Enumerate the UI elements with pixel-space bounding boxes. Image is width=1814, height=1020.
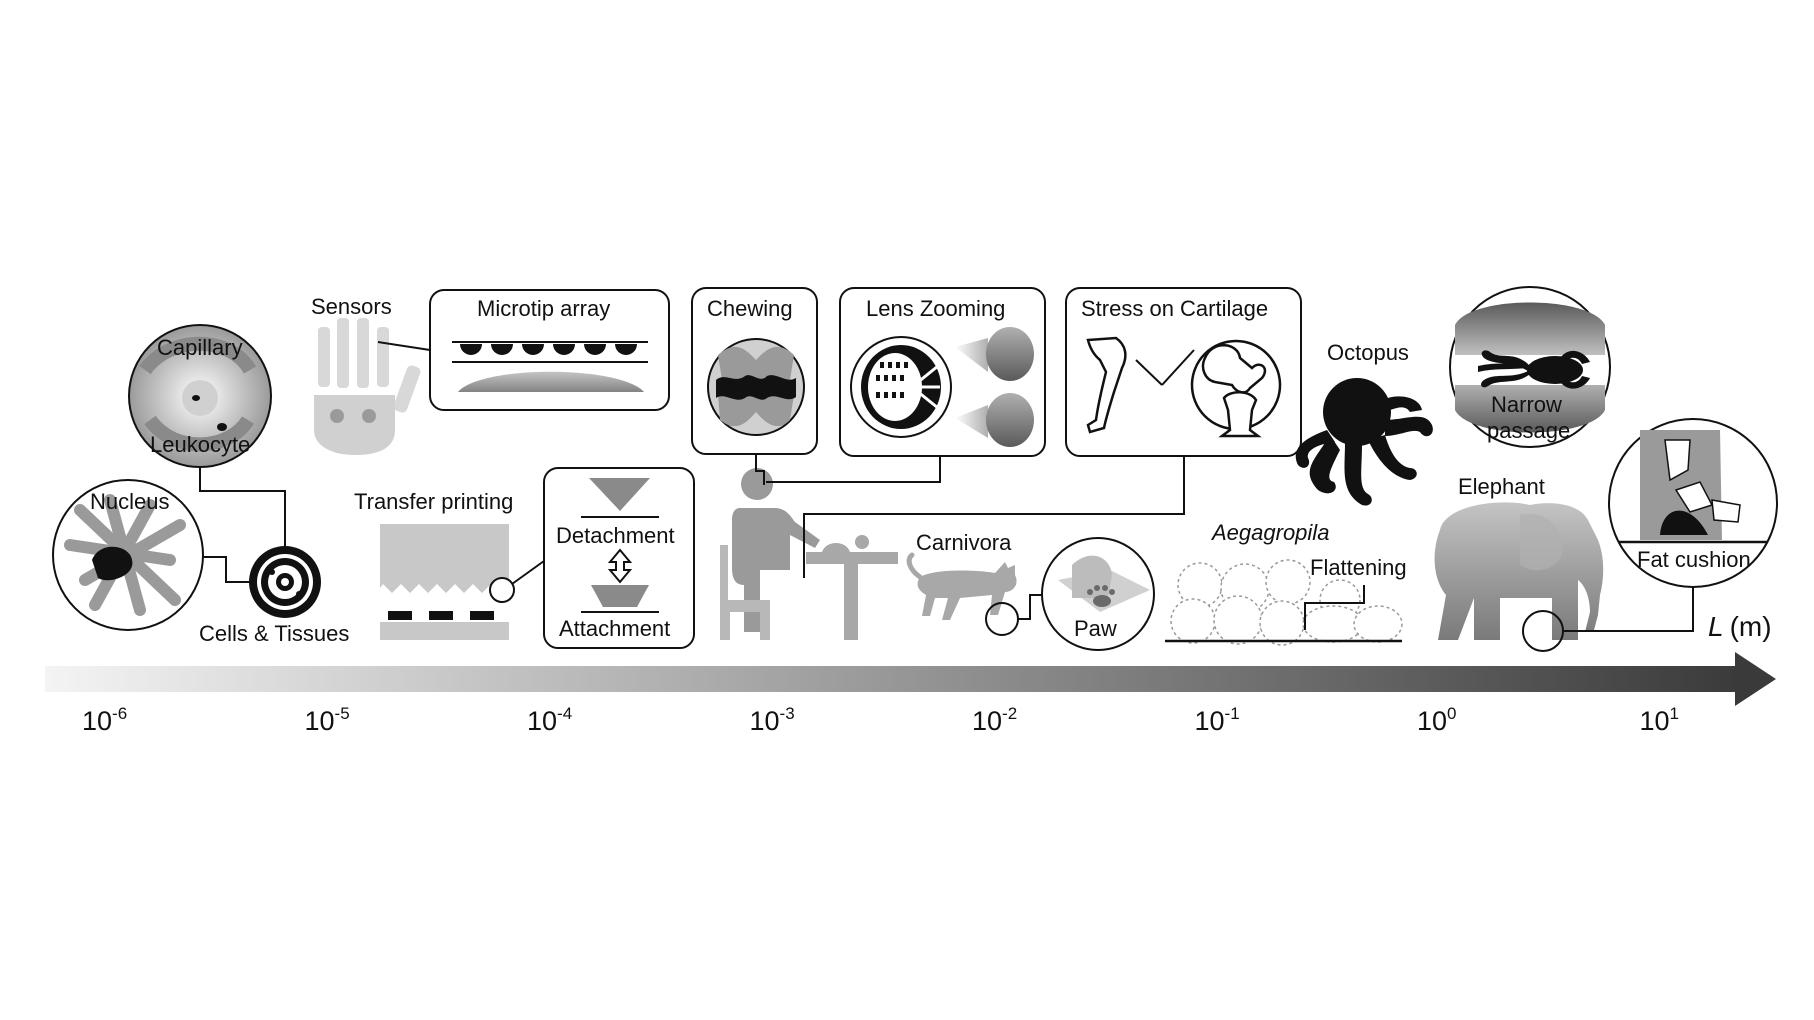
axis-arrowhead [1735,652,1776,706]
tick-base: 10 [1195,706,1225,736]
stress-cartilage-box: Stress on Cartilage [1065,287,1302,457]
tick-exponent: 1 [1670,704,1679,723]
connector-transfer-box [511,560,545,585]
connector-cartilage-person [803,456,1185,578]
axis-tick-label: 10-3 [750,704,795,736]
paw-inset: Paw [1041,537,1155,651]
label-detachment: Detachment [556,523,675,548]
tick-exponent: -2 [1002,704,1017,723]
label-passage: passage [1487,418,1570,443]
seated-person-icon [720,468,898,640]
connector-sensors-microtip [377,341,431,351]
nucleus-blob [92,546,133,581]
tick-base: 10 [1417,706,1447,736]
tick-exponent: -6 [112,704,127,723]
label-sensors: Sensors [311,294,392,319]
elephant-icon [1434,502,1604,640]
label-flattening: Flattening [1310,555,1407,580]
connector-chewing-person [755,454,765,485]
paw-highlight [985,602,1019,636]
tick-exponent: -4 [557,704,572,723]
nucleus-inset: Nucleus [52,479,204,631]
tick-base: 10 [527,706,557,736]
capillary-inset: Capillary Leukocyte [128,324,272,468]
tick-exponent: -1 [1225,704,1240,723]
label-chewing: Chewing [707,296,793,321]
label-stress-cartilage: Stress on Cartilage [1081,296,1268,321]
tick-base: 10 [82,706,112,736]
label-microtip-array: Microtip array [477,296,610,321]
connector-capillary-cells [199,467,286,550]
connector-foot-fatcushion [1563,586,1694,632]
aegagropila-spheres [1170,559,1403,646]
axis-unit: (m) [1730,611,1772,642]
connector-nucleus-cells [203,556,252,583]
label-aegagropila: Aegagropila [1210,520,1329,545]
connector-cat-paw [1018,594,1042,620]
axis-tick-label: 10-5 [305,704,350,736]
cells-tissues-icon [249,546,321,618]
label-capillary: Capillary [157,335,243,360]
connector-flattening [1304,585,1365,630]
label-elephant: Elephant [1458,474,1545,499]
label-leukocyte: Leukocyte [150,432,250,457]
label-transfer-printing: Transfer printing [354,489,513,514]
axis-tick-label: 10-4 [527,704,572,736]
octopus-icon [1295,378,1433,506]
label-paw: Paw [1074,616,1117,641]
tick-base: 10 [750,706,780,736]
axis-symbol: L [1708,611,1724,642]
axis-tick-label: 100 [1417,704,1457,736]
label-fat-cushion: Fat cushion [1637,547,1751,572]
axis-title: L(m) [1708,611,1772,642]
label-nucleus: Nucleus [90,489,169,514]
axis-tick-label: 10-1 [1195,704,1240,736]
label-carnivora: Carnivora [916,530,1012,555]
tick-exponent: 0 [1447,704,1456,723]
tick-base: 10 [972,706,1002,736]
label-attachment: Attachment [559,616,670,641]
label-cells-tissues: Cells & Tissues [199,621,349,646]
double-arrow-icon [607,548,633,584]
octopus-squeezing-icon [1478,350,1590,389]
tick-exponent: -3 [780,704,795,723]
lens-zooming-box: Lens Zooming [839,287,1046,457]
microtip-array-box: Microtip array [429,289,670,411]
axis-tick-label: 101 [1640,704,1680,736]
label-lens-zooming: Lens Zooming [866,296,1005,321]
label-octopus: Octopus [1327,340,1409,365]
axis-tick-label: 10-2 [972,704,1017,736]
transfer-printing-icon [380,524,515,640]
detach-attach-box: Detachment Attachment [543,467,695,649]
tick-base: 10 [1640,706,1670,736]
label-narrow: Narrow [1491,392,1562,417]
robot-hand-icon [314,318,421,455]
tick-exponent: -5 [335,704,350,723]
connector-lens-person [766,456,941,483]
leg-icon [1086,336,1127,434]
axis-tick-label: 10-6 [82,704,127,736]
paw-print-icon [1087,585,1115,607]
narrow-passage-inset: Narrow passage [1449,286,1611,448]
cat-icon [906,552,1017,620]
tick-base: 10 [305,706,335,736]
axis-bar [45,666,1745,692]
chewing-box: Chewing [691,287,818,455]
fat-cushion-inset: Fat cushion [1608,418,1778,588]
